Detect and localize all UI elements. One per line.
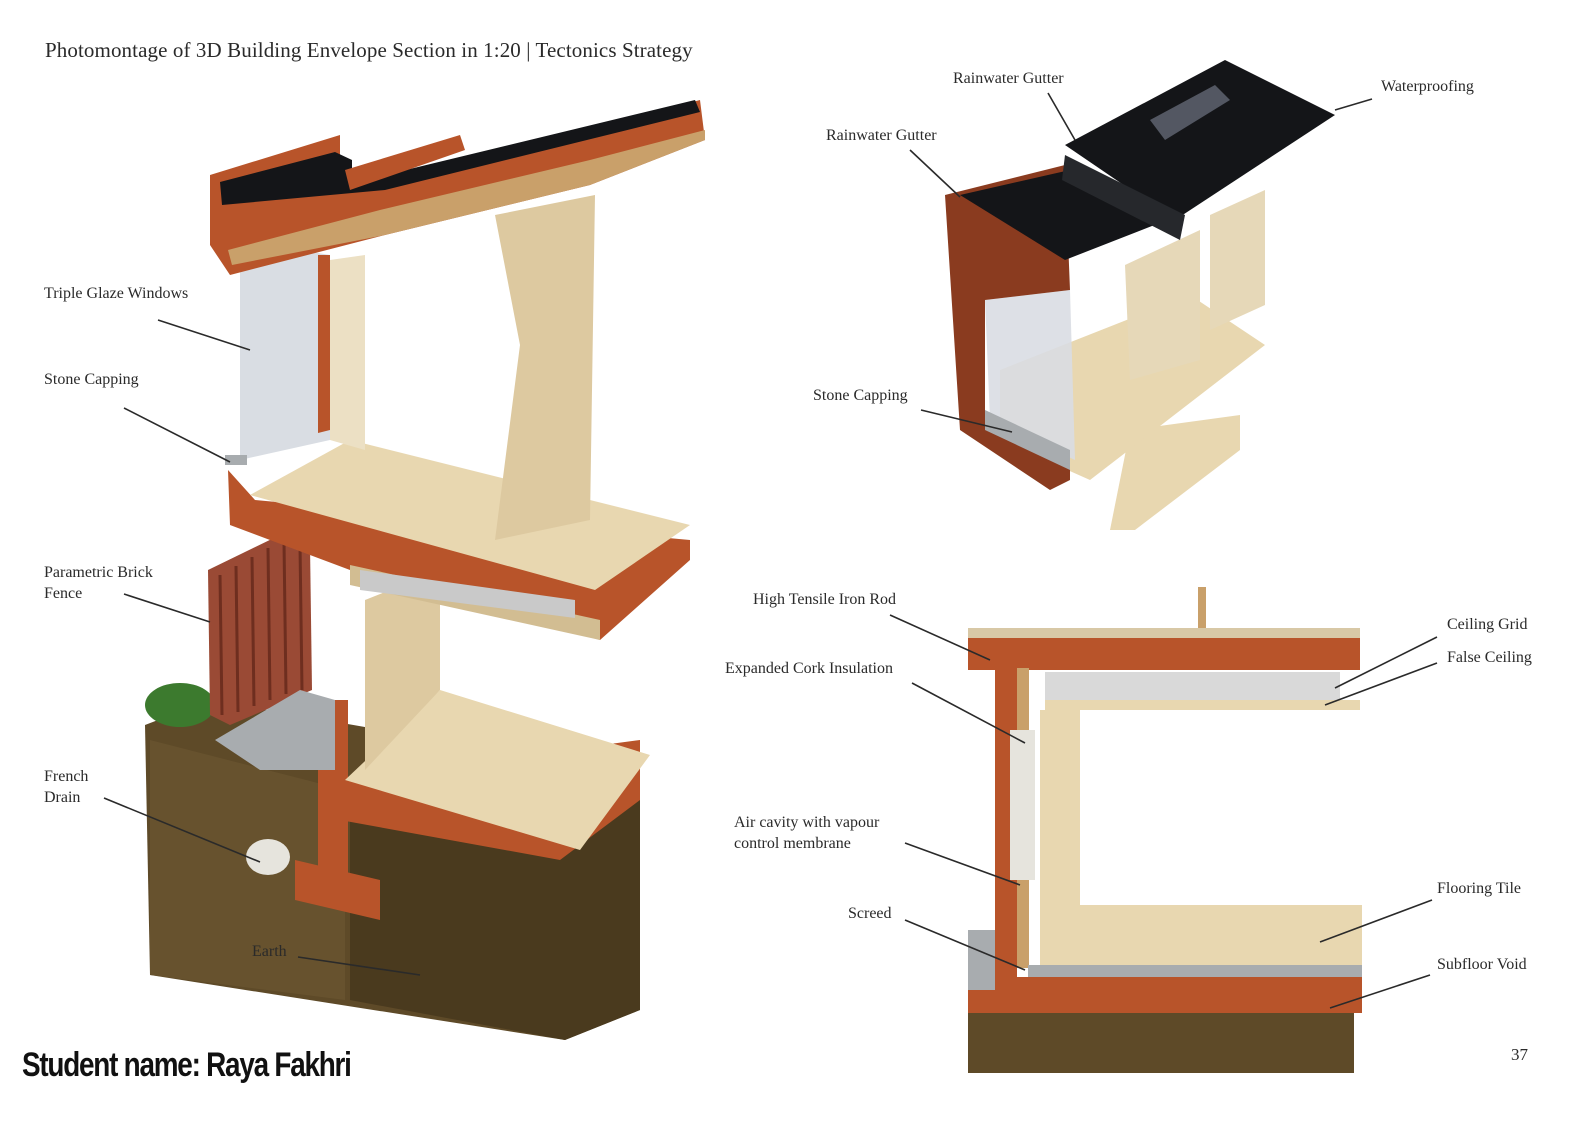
earth-texture — [150, 740, 345, 1000]
label-earth: Earth — [252, 943, 287, 960]
label-parametric-brick-fence: Parametric Brick Fence — [44, 564, 153, 602]
inner-wall-right — [495, 195, 595, 540]
first-floor-plywood — [250, 440, 690, 590]
br-floor-tile — [1040, 905, 1362, 967]
br-subfloor — [968, 977, 1362, 1013]
roof-cork-layer — [228, 130, 705, 265]
roof-parapet — [345, 135, 465, 190]
page-number: 37 — [1511, 1045, 1528, 1064]
tr-lower-floor — [1110, 415, 1240, 530]
lower-wall-plywood — [365, 570, 440, 770]
label-stone-capping-left: Stone Capping — [44, 371, 139, 388]
br-ceiling-grid — [1045, 672, 1340, 702]
tr-inner-wall — [1125, 230, 1200, 380]
label-french-drain: French Drain — [44, 768, 89, 806]
br-screed — [1028, 965, 1362, 977]
tr-waterproofing-right — [1065, 60, 1335, 220]
label-ceiling-grid: Ceiling Grid — [1447, 616, 1528, 633]
br-false-ceiling — [1045, 700, 1360, 710]
label-false-ceiling: False Ceiling — [1447, 649, 1532, 666]
top-right-model — [945, 60, 1335, 530]
foundation-strip — [295, 860, 380, 920]
roof-waterproofing — [220, 100, 700, 205]
tr-gutter — [1062, 155, 1185, 240]
label-rainwater-gutter: Rainwater Gutter — [826, 127, 937, 144]
window-frame — [318, 255, 330, 433]
inner-wall-left — [330, 255, 365, 450]
brick-texture — [218, 541, 304, 716]
triple-glaze-window — [240, 240, 330, 460]
ground-screed — [215, 690, 335, 770]
tr-stone-capping — [985, 410, 1070, 470]
label-high-tensile-iron-rod: High Tensile Iron Rod — [753, 591, 897, 608]
br-wall-glass — [1010, 730, 1035, 880]
br-iron-rod — [1198, 587, 1206, 632]
mid-slab-false-ceiling — [360, 570, 575, 618]
french-drain-gravel — [246, 839, 290, 875]
label-air-cavity: Air cavity with vapour control membrane — [734, 814, 880, 852]
label-screed: Screed — [848, 905, 892, 922]
label-flooring-tile: Flooring Tile — [1437, 880, 1522, 897]
label-stone-capping-right: Stone Capping — [813, 387, 908, 404]
tr-right-wall — [1210, 190, 1265, 330]
ground-floor-plywood — [345, 690, 650, 850]
left-section-model — [145, 100, 705, 1040]
tr-reflection — [1150, 85, 1230, 140]
label-waterproofing: Waterproofing — [1381, 78, 1474, 95]
br-left-grey — [968, 930, 995, 990]
br-earth — [968, 1013, 1354, 1073]
label-triple-glaze-windows: Triple Glaze Windows — [44, 285, 189, 302]
tr-glass — [985, 290, 1075, 460]
student-name: Student name: Raya Fakhri — [22, 1046, 352, 1084]
grass-patch — [145, 683, 215, 727]
stone-capping-sill — [225, 455, 247, 465]
page-title: Photomontage of 3D Building Envelope Sec… — [45, 38, 693, 62]
label-expanded-cork-insulation: Expanded Cork Insulation — [725, 660, 893, 677]
br-ceiling-top — [968, 628, 1360, 638]
label-rainwater-gutter-top: Rainwater Gutter — [953, 70, 1064, 87]
leader-lines — [103, 92, 1438, 1009]
label-subfloor-void: Subfloor Void — [1437, 956, 1527, 973]
tr-timber-frame — [945, 165, 1070, 490]
bottom-right-model — [968, 587, 1362, 1073]
